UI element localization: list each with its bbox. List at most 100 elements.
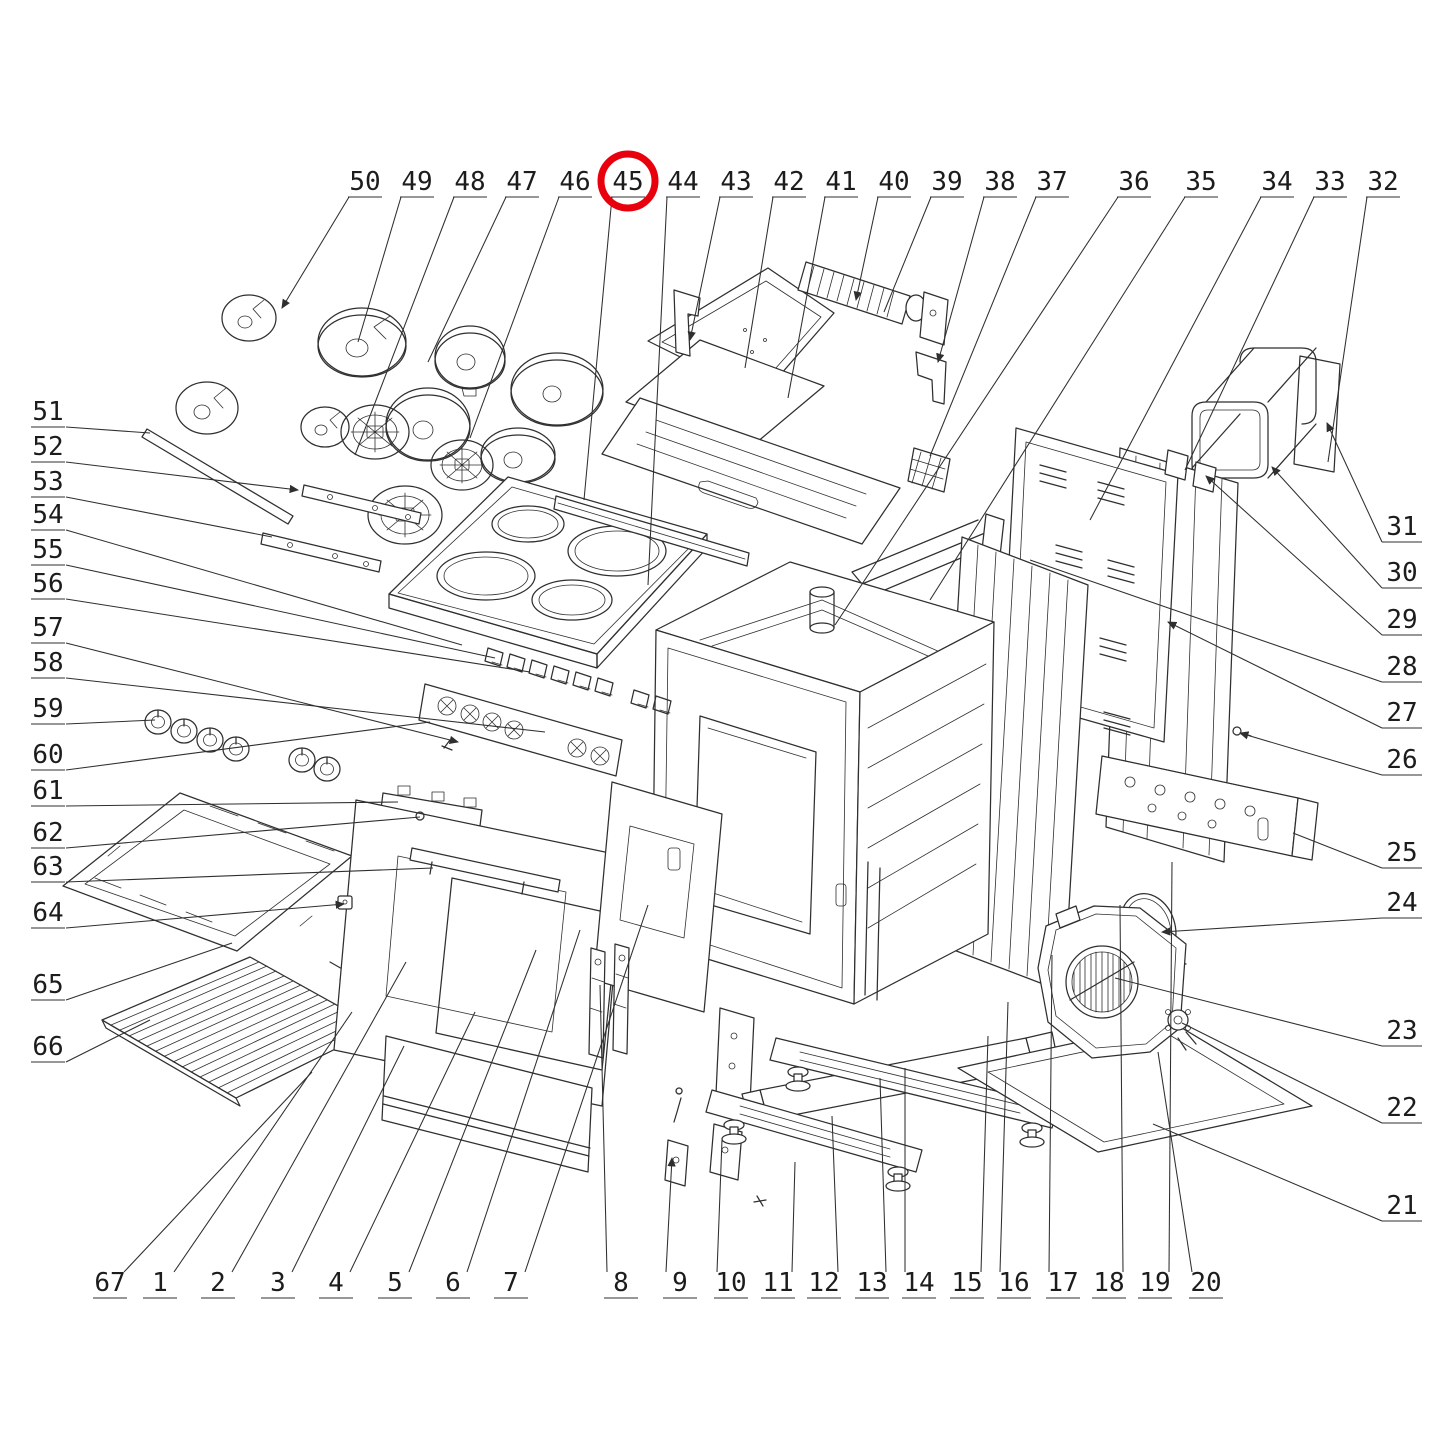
fan-motor-22	[1165, 1009, 1197, 1051]
part-label-8[interactable]: 8	[613, 1268, 629, 1298]
part-label-16[interactable]: 16	[998, 1268, 1029, 1298]
leader-line-5	[408, 949, 537, 1273]
leader-line-27	[1167, 621, 1383, 729]
part-label-55[interactable]: 55	[32, 535, 63, 565]
part-label-21[interactable]: 21	[1386, 1191, 1417, 1221]
part-label-54[interactable]: 54	[32, 500, 63, 530]
part-label-66[interactable]: 66	[32, 1032, 63, 1062]
part-label-34[interactable]: 34	[1261, 167, 1292, 197]
part-label-20[interactable]: 20	[1190, 1268, 1221, 1298]
part-label-15[interactable]: 15	[951, 1268, 982, 1298]
leader-line-24	[1160, 917, 1383, 936]
part-label-57[interactable]: 57	[32, 613, 63, 643]
part-label-12[interactable]: 12	[808, 1268, 839, 1298]
part-label-53[interactable]: 53	[32, 467, 63, 497]
part-label-58[interactable]: 58	[32, 648, 63, 678]
part-label-4[interactable]: 4	[328, 1268, 344, 1298]
part-label-43[interactable]: 43	[720, 167, 751, 197]
side-rail-2	[260, 532, 382, 573]
leader-line-35	[929, 196, 1186, 601]
leader-line-52	[65, 461, 300, 494]
leader-line-39	[883, 196, 932, 313]
part-label-50[interactable]: 50	[349, 167, 380, 197]
leader-line-63	[65, 867, 434, 883]
part-label-40[interactable]: 40	[878, 167, 909, 197]
part-label-10[interactable]: 10	[715, 1268, 746, 1298]
part-label-23[interactable]: 23	[1386, 1016, 1417, 1046]
part-label-46[interactable]: 46	[559, 167, 590, 197]
part-label-9[interactable]: 9	[672, 1268, 688, 1298]
leader-line-2	[231, 961, 407, 1273]
part-label-2[interactable]: 2	[210, 1268, 226, 1298]
part-label-56[interactable]: 56	[32, 569, 63, 599]
part-label-29[interactable]: 29	[1386, 605, 1417, 635]
part-label-60[interactable]: 60	[32, 740, 63, 770]
part-label-52[interactable]: 52	[32, 432, 63, 462]
part-label-27[interactable]: 27	[1386, 698, 1417, 728]
leader-line-66	[65, 1019, 151, 1063]
part-label-13[interactable]: 13	[856, 1268, 887, 1298]
corner-bracket-43	[673, 289, 701, 357]
part-label-37[interactable]: 37	[1036, 167, 1067, 197]
part-label-7[interactable]: 7	[503, 1268, 519, 1298]
part-label-44[interactable]: 44	[667, 167, 698, 197]
part-label-51[interactable]: 51	[32, 397, 63, 427]
part-label-35[interactable]: 35	[1185, 167, 1216, 197]
clamp-bracket-33	[1164, 449, 1189, 481]
part-label-5[interactable]: 5	[387, 1268, 403, 1298]
part-label-1[interactable]: 1	[152, 1268, 168, 1298]
part-label-45[interactable]: 45	[612, 167, 643, 197]
part-label-32[interactable]: 32	[1367, 167, 1398, 197]
leader-line-48	[354, 196, 455, 456]
part-label-39[interactable]: 39	[931, 167, 962, 197]
part-label-42[interactable]: 42	[773, 167, 804, 197]
part-label-11[interactable]: 11	[762, 1268, 793, 1298]
part-label-18[interactable]: 18	[1093, 1268, 1124, 1298]
corner-bracket-38	[915, 351, 947, 405]
highlight-circle-part-45	[597, 150, 659, 212]
part-label-3[interactable]: 3	[270, 1268, 286, 1298]
part-label-61[interactable]: 61	[32, 776, 63, 806]
part-label-49[interactable]: 49	[401, 167, 432, 197]
part-label-48[interactable]: 48	[454, 167, 485, 197]
part-label-24[interactable]: 24	[1386, 888, 1417, 918]
part-label-33[interactable]: 33	[1314, 167, 1345, 197]
part-label-62[interactable]: 62	[32, 818, 63, 848]
part-label-30[interactable]: 30	[1386, 558, 1417, 588]
side-rail-1	[301, 484, 422, 525]
screw-26	[1232, 726, 1252, 737]
switch-bank	[484, 647, 672, 715]
part-label-41[interactable]: 41	[825, 167, 856, 197]
leader-line-9	[665, 1156, 676, 1273]
leader-line-29	[1205, 475, 1383, 636]
leader-line-22	[1181, 1022, 1383, 1124]
foot	[1019, 1122, 1045, 1148]
base-group	[673, 1007, 1313, 1192]
part-label-22[interactable]: 22	[1386, 1093, 1417, 1123]
part-label-59[interactable]: 59	[32, 694, 63, 724]
part-label-25[interactable]: 25	[1386, 838, 1417, 868]
leader-line-13	[879, 1077, 887, 1273]
part-label-17[interactable]: 17	[1047, 1268, 1078, 1298]
part-label-26[interactable]: 26	[1386, 745, 1417, 775]
part-label-63[interactable]: 63	[32, 852, 63, 882]
leader-line-61	[65, 801, 399, 807]
part-label-14[interactable]: 14	[903, 1268, 934, 1298]
part-label-67[interactable]: 67	[94, 1268, 125, 1298]
leader-line-8	[599, 984, 608, 1273]
part-label-47[interactable]: 47	[506, 167, 537, 197]
element-1	[340, 404, 410, 460]
part-label-6[interactable]: 6	[445, 1268, 461, 1298]
part-label-19[interactable]: 19	[1139, 1268, 1170, 1298]
part-label-64[interactable]: 64	[32, 898, 63, 928]
rear-cover-sheets-group	[601, 267, 901, 545]
part-label-65[interactable]: 65	[32, 970, 63, 1000]
leader-line-64	[65, 900, 346, 929]
part-label-28[interactable]: 28	[1386, 652, 1417, 682]
knob	[144, 709, 172, 735]
part-label-36[interactable]: 36	[1118, 167, 1149, 197]
part-label-38[interactable]: 38	[984, 167, 1015, 197]
leader-line-30	[1271, 466, 1383, 589]
terminal-board-37	[907, 447, 951, 493]
part-label-31[interactable]: 31	[1386, 512, 1417, 542]
